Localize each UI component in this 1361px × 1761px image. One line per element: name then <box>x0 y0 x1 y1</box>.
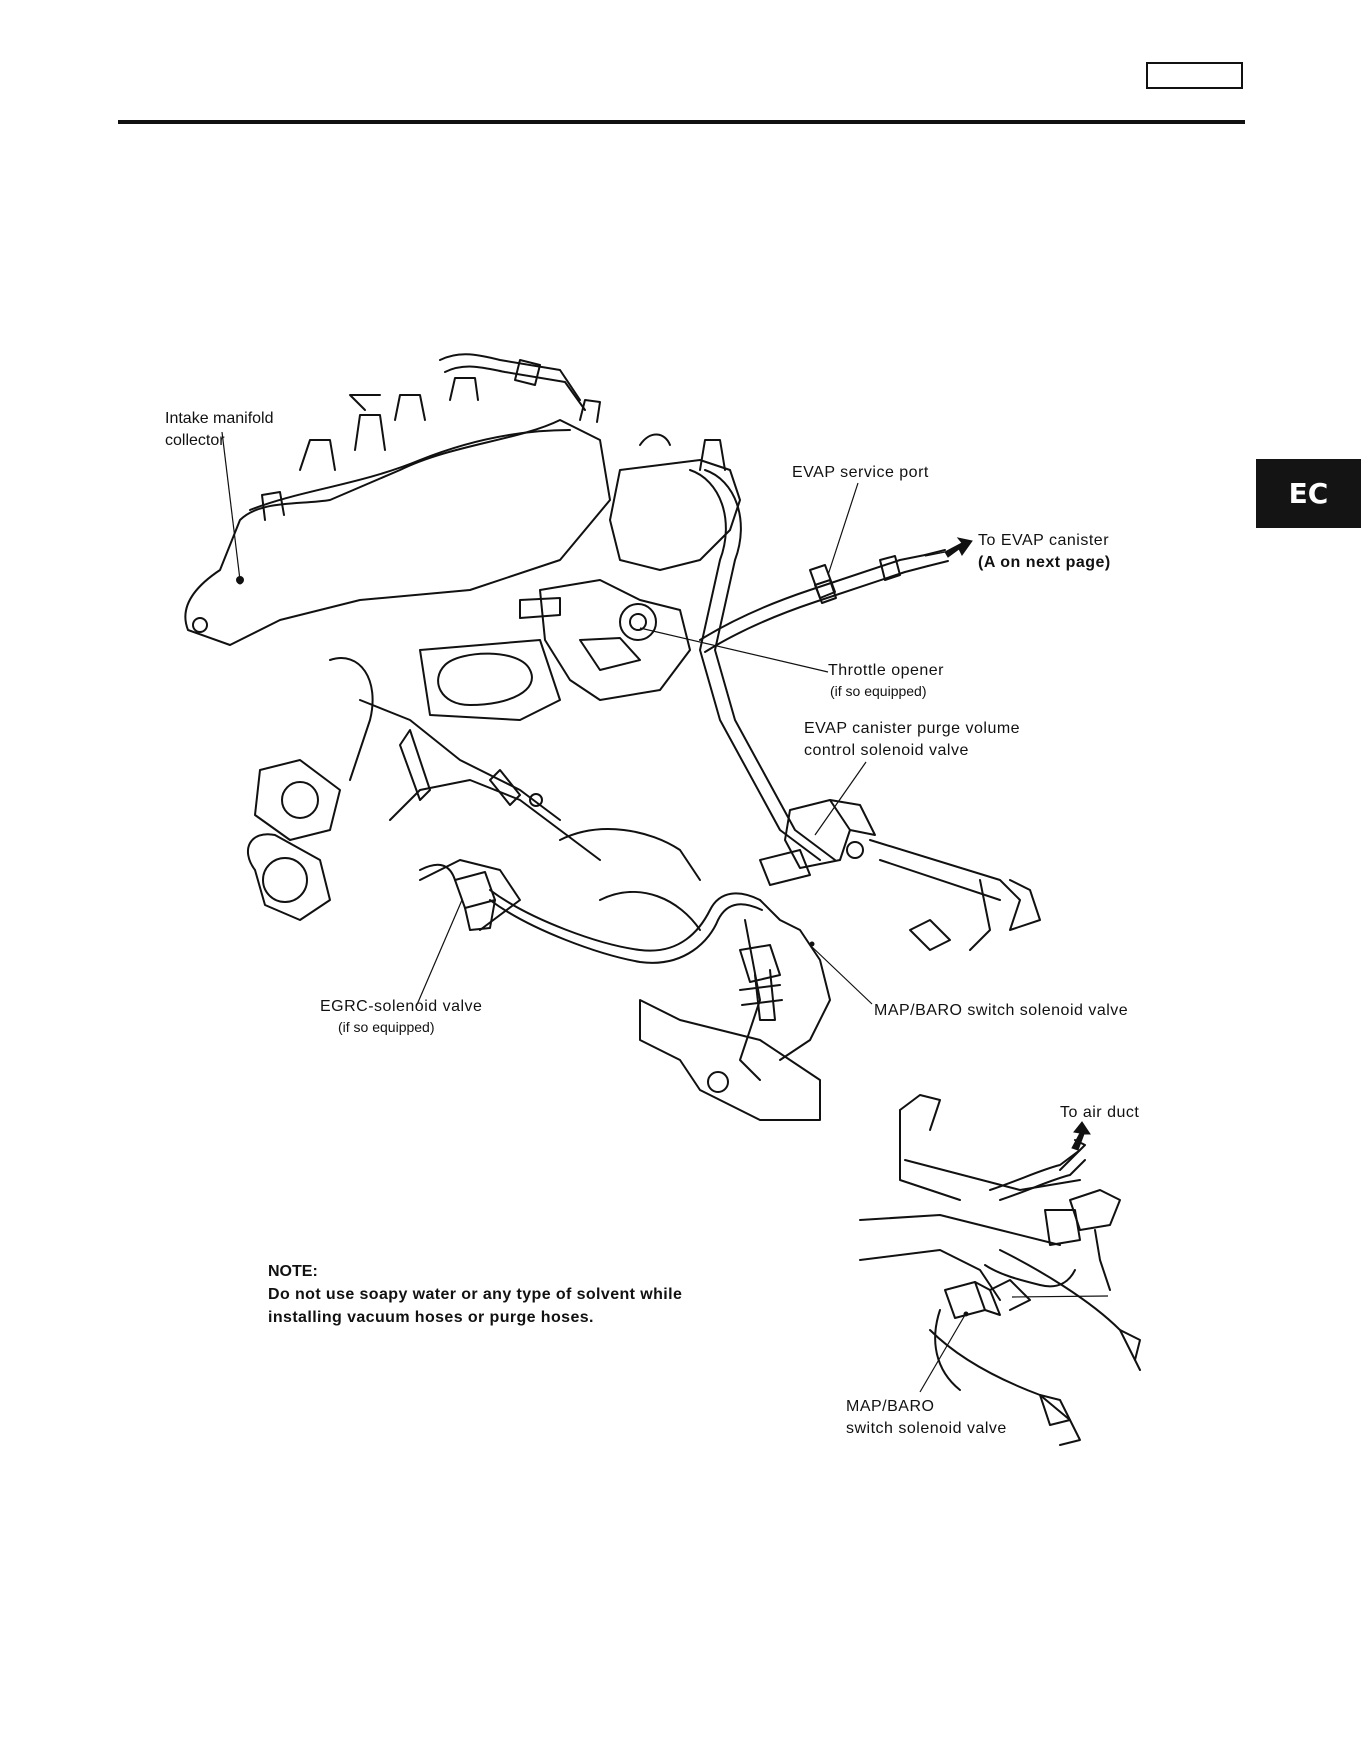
label-egrc-1: EGRC-solenoid valve <box>320 998 483 1015</box>
label-map-baro-inset-1: MAP/BARO <box>846 1398 935 1415</box>
arrow-to-air-duct <box>1071 1121 1091 1151</box>
label-egrc-2: (if so equipped) <box>338 1019 435 1035</box>
intake-manifold-collector <box>184 377 611 646</box>
label-map-baro-main: MAP/BARO switch solenoid valve <box>874 1002 1129 1019</box>
label-map-baro-inset-2: switch solenoid valve <box>846 1420 1007 1437</box>
evap-service-port-hose <box>699 549 949 653</box>
leader-inset-valve <box>1011 1295 1109 1298</box>
egrc-solenoid <box>419 863 763 964</box>
label-to-evap-canister-2: (A on next page) <box>978 554 1111 571</box>
leader-throttle-opener <box>639 627 829 673</box>
evap-purge-solenoid <box>759 799 876 886</box>
label-evap-purge-1: EVAP canister purge volume <box>804 720 1021 737</box>
label-intake-manifold-1: Intake manifold <box>165 410 274 427</box>
leader-evap-service-port <box>827 482 859 576</box>
label-to-air-duct: To air duct <box>1060 1104 1140 1121</box>
label-throttle-opener-2: (if so equipped) <box>830 683 927 699</box>
label-intake-manifold-2: collector <box>165 432 225 449</box>
map-baro-inset <box>859 1094 1141 1446</box>
note-line-1: Do not use soapy water or any type of so… <box>268 1286 683 1303</box>
leader-to-evap-canister <box>924 551 946 557</box>
label-to-evap-canister-1: To EVAP canister <box>978 532 1110 549</box>
engine-block <box>246 657 701 931</box>
page-number-box <box>1146 62 1243 89</box>
leader-intake-manifold <box>221 431 241 581</box>
section-tab-ec[interactable]: EC <box>1256 459 1361 528</box>
note-line-2: installing vacuum hoses or purge hoses. <box>268 1309 594 1326</box>
arrow-to-evap-canister <box>944 537 973 558</box>
label-evap-service-port: EVAP service port <box>792 464 929 481</box>
note-block: NOTE: Do not use soapy water or any type… <box>268 1260 788 1329</box>
label-throttle-opener-1: Throttle opener <box>828 662 945 679</box>
header-rule <box>118 120 1245 124</box>
upper-hoses <box>439 353 836 861</box>
leader-map-baro-inset <box>919 1314 966 1393</box>
map-baro-bracket <box>639 839 1041 1121</box>
leader-egrc <box>415 899 463 1008</box>
label-evap-purge-2: control solenoid valve <box>804 742 969 759</box>
note-title: NOTE: <box>268 1263 318 1280</box>
leader-evap-purge <box>814 761 867 836</box>
throttle-body <box>419 579 691 721</box>
leader-map-baro-main <box>809 944 873 1005</box>
